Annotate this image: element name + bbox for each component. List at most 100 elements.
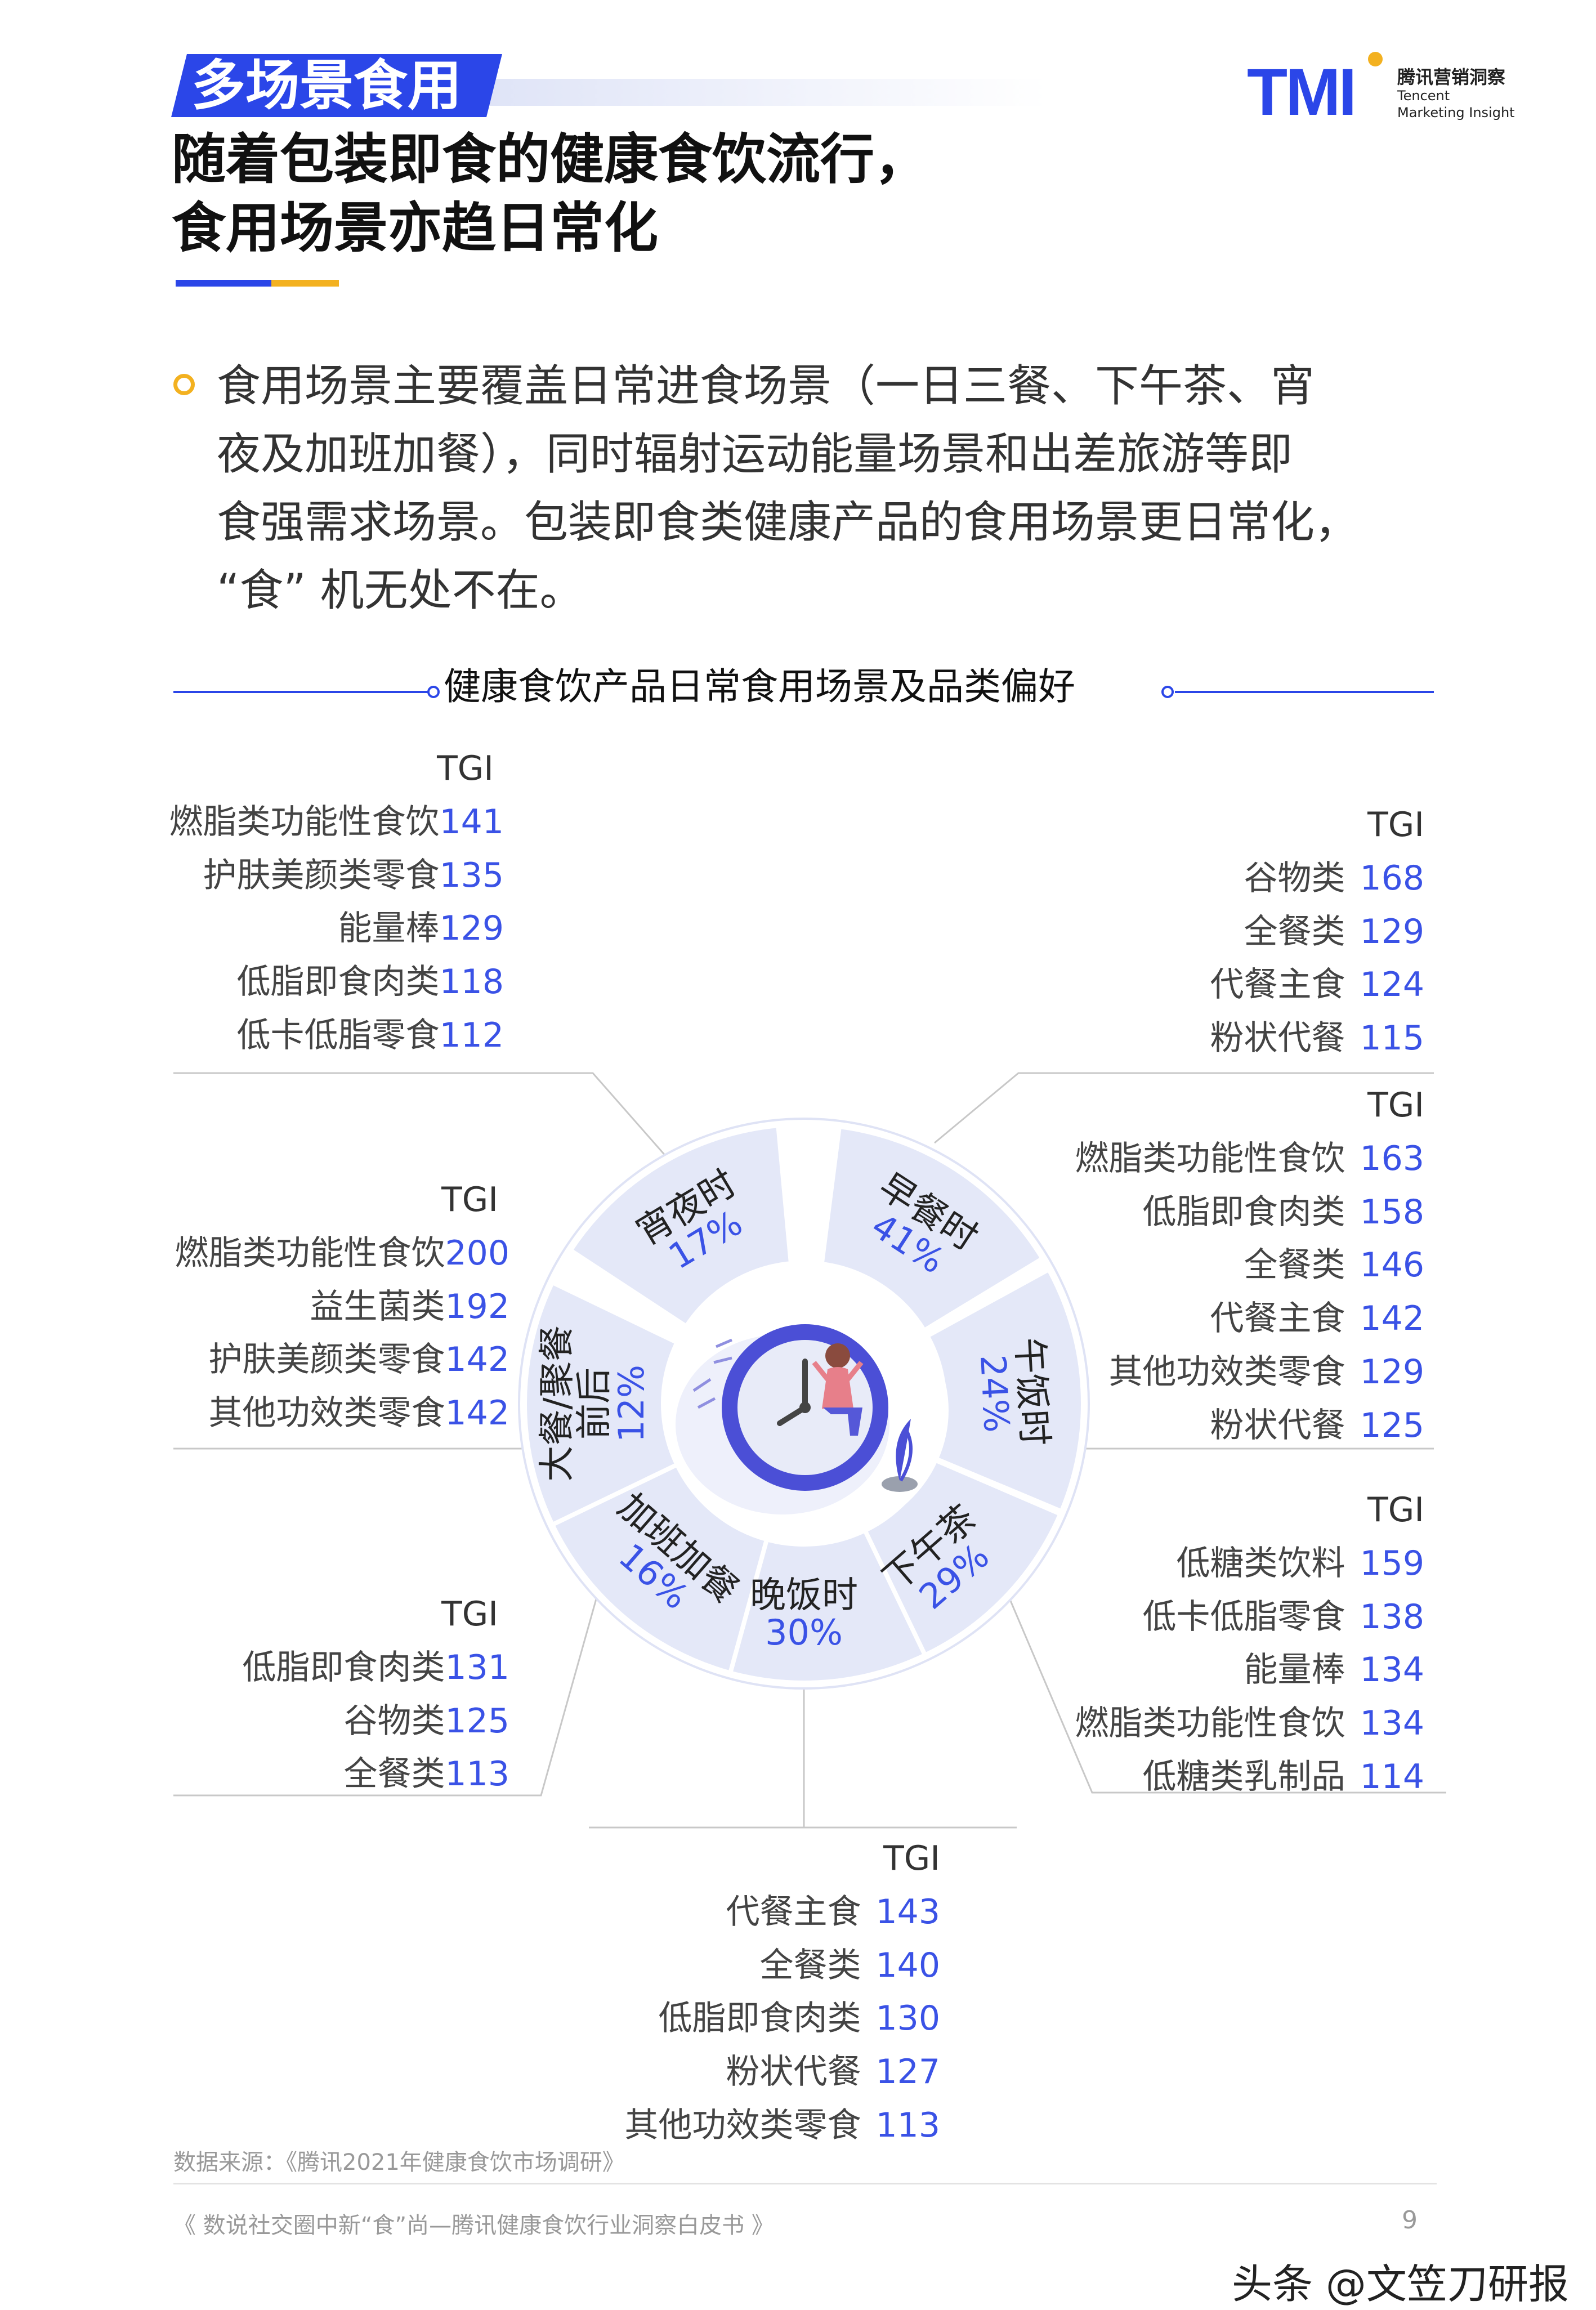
tgi-category: 其他功效类零食 — [208, 1393, 445, 1433]
tgi-category: 燃脂类功能性食饮 — [1075, 1704, 1345, 1744]
tgi-value: 146 — [1360, 1245, 1424, 1285]
paragraph-line: 食用场景主要覆盖日常进食场景（一日三餐、下午茶、宵 — [217, 361, 1315, 412]
report-title: 《 数说社交圈中新“食”尚—腾讯健康食饮行业洞察白皮书 》 — [173, 2213, 774, 2238]
tgi-value: 113 — [875, 2105, 940, 2145]
tgi-value: 142 — [1360, 1299, 1424, 1339]
clock-illustration — [673, 1281, 949, 1540]
segment-name: 晚饭时 — [750, 1575, 858, 1616]
tgi-category: 能量棒 — [338, 909, 440, 949]
tgi-value: 131 — [445, 1647, 509, 1687]
tgi-row: 粉状代餐 115 — [1210, 1012, 1424, 1065]
logo-en-line1: Tencent — [1397, 88, 1450, 104]
tgi-value: 159 — [1360, 1543, 1424, 1583]
tgi-value: 129 — [1360, 1352, 1424, 1392]
title-rule-right — [1175, 691, 1434, 693]
tgi-value: 124 — [1360, 965, 1424, 1005]
tgi-value: 125 — [445, 1701, 509, 1741]
tgi-value: 163 — [1360, 1138, 1424, 1178]
tgi-category: 其他功效类零食 — [624, 2105, 861, 2145]
tgi-value: 129 — [1360, 912, 1424, 951]
tgi-row: 益生菌类192 — [175, 1280, 509, 1334]
tgi-row: 其他功效类零食 113 — [624, 2099, 940, 2152]
tgi-category: 护肤美颜类零食 — [208, 1340, 445, 1380]
title-dot-right-icon — [1161, 686, 1174, 698]
tgi-category: 粉状代餐 — [726, 2052, 861, 2092]
tgi-row: 其他功效类零食142 — [175, 1387, 509, 1440]
watermark: 头条 @文笠刀研报 — [1232, 2260, 1569, 2308]
footer-divider — [173, 2183, 1437, 2184]
tgi-value: 134 — [1360, 1704, 1424, 1744]
tgi-row: 低卡低脂零食 138 — [1075, 1590, 1424, 1644]
leader-lines — [173, 1072, 1446, 1829]
page-headline: 随着包装即食的健康食饮流行， 食用场景亦趋日常化 — [172, 125, 928, 262]
tgi-header: TGI — [1367, 805, 1424, 845]
tgi-header: TGI — [1367, 1490, 1424, 1530]
tgi-header: TGI — [437, 749, 494, 788]
leader-line-tea — [1009, 1599, 1446, 1794]
tgi-row: 粉状代餐 127 — [624, 2045, 940, 2099]
ring-segment — [819, 1124, 1046, 1334]
tgi-category: 其他功效类零食 — [1108, 1352, 1345, 1392]
segment-name: 大餐/聚餐 — [537, 1325, 578, 1482]
tgi-row: 护肤美颜类零食135 — [169, 849, 504, 902]
leader-line-dinner — [589, 1667, 1017, 1829]
tgi-value: 138 — [1360, 1597, 1424, 1637]
tgi-category: 燃脂类功能性食饮 — [169, 802, 440, 842]
tgi-category: 代餐主食 — [726, 1892, 861, 1932]
tgi-category: 燃脂类功能性食饮 — [175, 1233, 445, 1273]
tgi-value: 127 — [875, 2052, 940, 2092]
tgi-value: 112 — [439, 1015, 504, 1055]
intro-paragraph: 食用场景主要覆盖日常进食场景（一日三餐、下午茶、宵 夜及加班加餐），同时辐射运动… — [217, 352, 1358, 625]
tgi-category: 粉状代餐 — [1210, 1018, 1345, 1058]
tgi-category: 低脂即食肉类 — [1142, 1192, 1345, 1232]
segment-percent: 30% — [765, 1612, 843, 1653]
tgi-row: 低脂即食肉类131 — [242, 1641, 509, 1695]
tgi-row: 谷物类125 — [242, 1695, 509, 1748]
page-number: 9 — [1402, 2206, 1418, 2235]
tgi-row: 燃脂类功能性食饮200 — [175, 1227, 509, 1280]
headline-line: 随着包装即食的健康食饮流行， — [172, 128, 928, 191]
person-icon — [812, 1343, 864, 1436]
tgi-header: TGI — [1367, 1085, 1424, 1125]
tgi-value: 142 — [445, 1340, 509, 1380]
tgi-header: TGI — [441, 1594, 498, 1634]
tgi-value: 130 — [875, 1999, 940, 2039]
ring-segment — [567, 1123, 794, 1330]
leader-line-breakfast — [934, 1072, 1434, 1144]
tgi-value: 125 — [1360, 1405, 1424, 1445]
tgi-category: 代餐主食 — [1210, 965, 1345, 1005]
tgi-row: 护肤美颜类零食142 — [175, 1333, 509, 1387]
headline-underline-blue — [176, 280, 271, 287]
tgi-category: 低卡低脂零食 — [236, 1015, 440, 1055]
tgi-row: 全餐类113 — [242, 1748, 509, 1801]
title-rule-left — [173, 691, 430, 693]
tgi-row: 低卡低脂零食112 — [169, 1009, 504, 1062]
tgi-value: 129 — [439, 909, 504, 949]
logo-mark: TMI — [1247, 55, 1357, 129]
leader-line-overtime — [173, 1572, 605, 1797]
segment-percent: 24% — [972, 1354, 1017, 1433]
tgi-value: 168 — [1360, 858, 1424, 898]
tgi-value: 115 — [1360, 1018, 1424, 1058]
headline-underline-yellow — [271, 280, 339, 287]
tgi-row: 能量棒129 — [169, 902, 504, 955]
tgi-value: 141 — [439, 802, 504, 842]
tgi-value: 200 — [445, 1233, 509, 1273]
logo-dot-icon — [1368, 52, 1383, 66]
tgi-category: 低卡低脂零食 — [1142, 1597, 1345, 1637]
